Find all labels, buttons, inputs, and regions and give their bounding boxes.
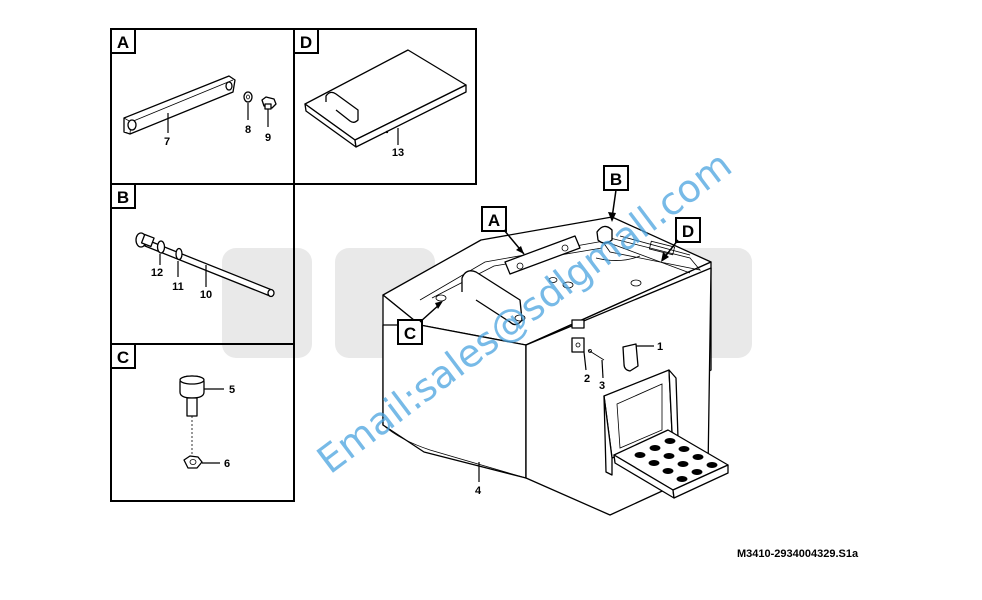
label-11: 11 bbox=[172, 281, 184, 293]
label-13: 13 bbox=[392, 147, 404, 159]
panel-a: A 7 8 9 bbox=[110, 28, 295, 185]
step-holes bbox=[634, 438, 718, 482]
label-7: 7 bbox=[164, 136, 170, 148]
label-4: 4 bbox=[475, 485, 482, 497]
callout-d: D bbox=[661, 217, 701, 262]
label-3: 3 bbox=[599, 380, 605, 392]
label-9: 9 bbox=[265, 132, 271, 144]
callout-c: C bbox=[397, 301, 443, 345]
label-12: 12 bbox=[151, 267, 163, 279]
label-6: 6 bbox=[224, 458, 230, 470]
bracket-7 bbox=[123, 75, 236, 135]
label-10: 10 bbox=[200, 289, 212, 301]
callout-d-letter: D bbox=[682, 222, 694, 241]
panel-d: D 13 bbox=[293, 28, 477, 185]
callout-a: A bbox=[481, 206, 525, 255]
callout-a-letter: A bbox=[488, 211, 500, 230]
nut-6 bbox=[183, 455, 203, 469]
catch-bracket bbox=[571, 319, 585, 329]
panel-c-letter: C bbox=[117, 348, 129, 367]
toolbox-4 bbox=[382, 216, 729, 516]
panel-b-letter: B bbox=[117, 188, 129, 207]
label-1: 1 bbox=[657, 341, 663, 353]
panel-a-letter: A bbox=[117, 33, 129, 52]
washer-8 bbox=[243, 91, 253, 103]
bolt-9 bbox=[261, 96, 277, 110]
label-5: 5 bbox=[229, 384, 235, 396]
clip-11 bbox=[175, 247, 183, 261]
washer-12 bbox=[156, 240, 166, 254]
callout-c-letter: C bbox=[404, 324, 416, 343]
catch-plate-2 bbox=[571, 337, 585, 353]
label-2: 2 bbox=[584, 373, 590, 385]
label-8: 8 bbox=[245, 124, 251, 136]
lid-13 bbox=[304, 49, 467, 148]
callout-b: B bbox=[603, 165, 629, 222]
panel-d-letter: D bbox=[300, 33, 312, 52]
panel-c: C 5 6 bbox=[110, 343, 295, 502]
callout-b-letter: B bbox=[610, 170, 622, 189]
clasp-1 bbox=[622, 343, 639, 372]
step-bracket bbox=[603, 369, 729, 499]
rubber-stop-5 bbox=[179, 375, 205, 417]
reference-code: M3410-2934004329.S1a bbox=[737, 548, 859, 560]
